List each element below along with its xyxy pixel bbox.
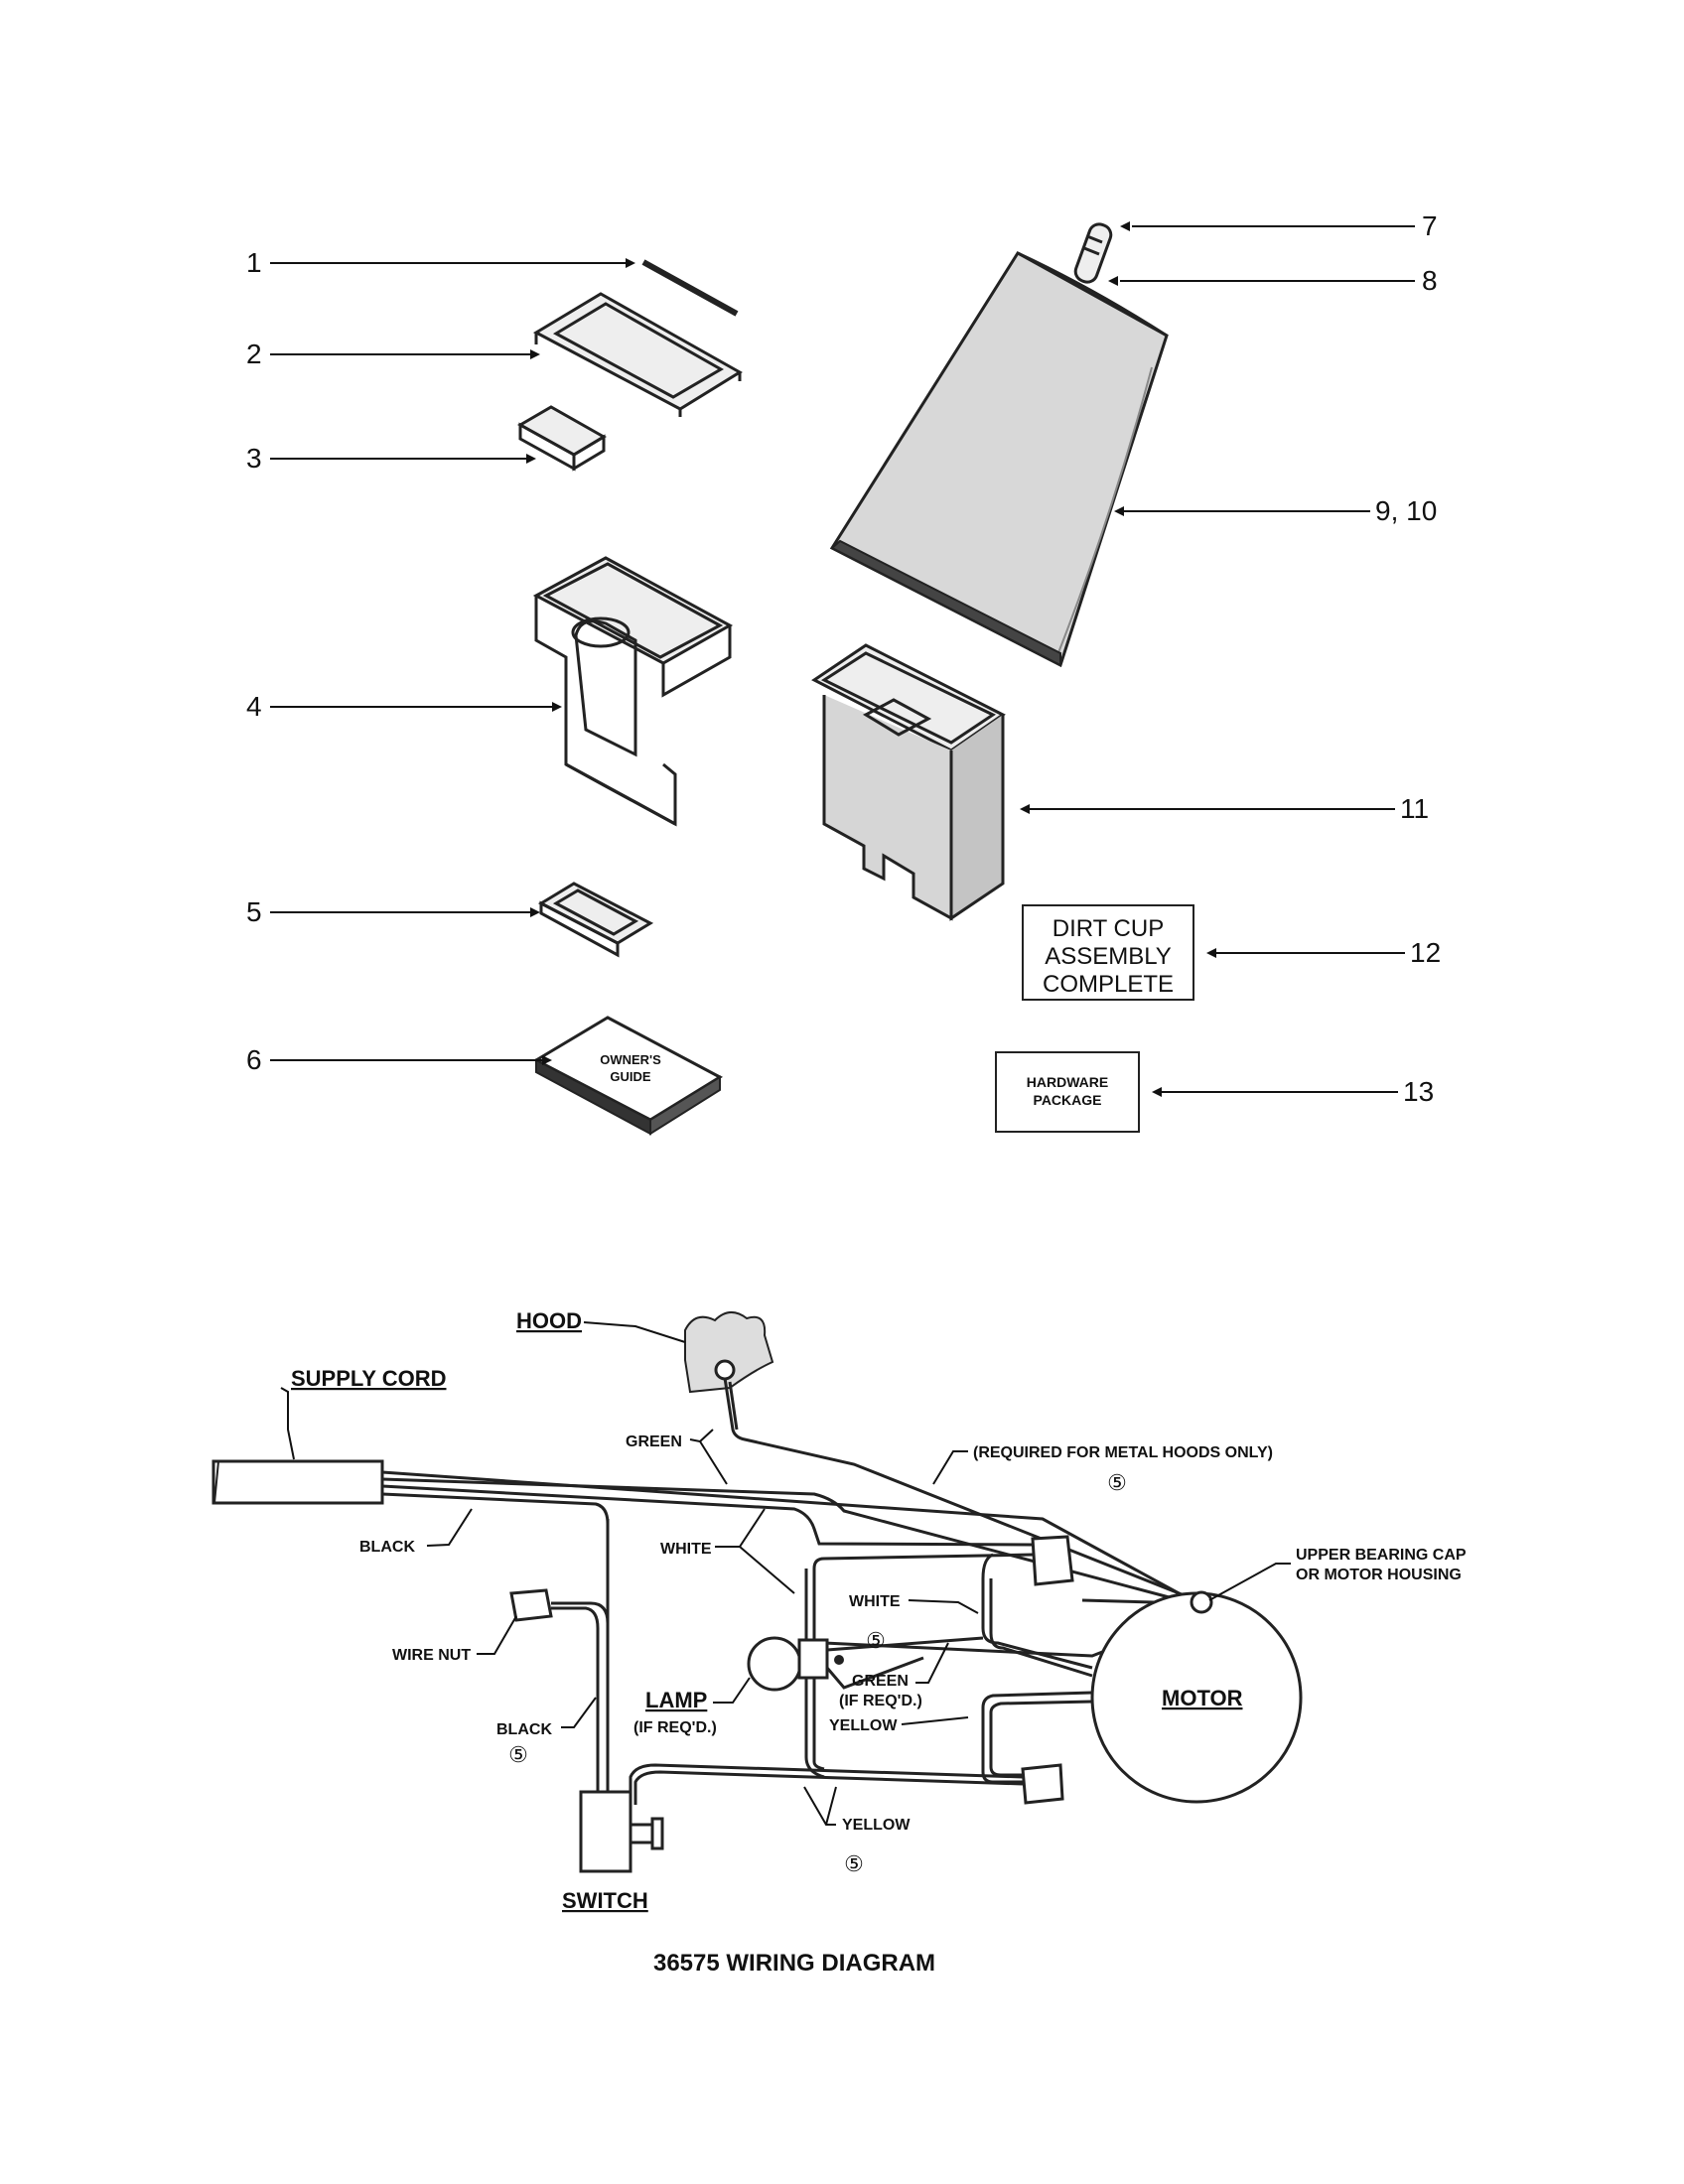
yellow-label: YELLOW <box>829 1717 898 1734</box>
upper-bearing-line-2: OR MOTOR HOUSING <box>1296 1567 1462 1583</box>
part-number-11: 11 <box>1400 793 1429 824</box>
motor-label: MOTOR <box>1162 1686 1243 1710</box>
part-11-dirt-cup: 11 <box>811 643 1429 921</box>
diagram-title: 36575 WIRING DIAGRAM <box>653 1950 935 1977</box>
ground-symbol-3: ⑤ <box>508 1742 528 1767</box>
part-12-dirt-cup-assembly: DIRT CUP ASSEMBLY COMPLETE 12 <box>1022 904 1441 1001</box>
booklet-line-1: OWNER'S <box>600 1052 661 1067</box>
dirt-cup-line-3: COMPLETE <box>1043 971 1174 998</box>
ground-symbol-4: ⑤ <box>844 1851 864 1876</box>
ground-symbol-2: ⑤ <box>866 1628 886 1653</box>
wire-nut-left <box>509 1588 553 1622</box>
part-13-hardware-package: HARDWARE PACKAGE 13 <box>995 1051 1434 1133</box>
part-number-2: 2 <box>246 339 262 369</box>
hood-label: HOOD <box>516 1308 582 1333</box>
part-5-seal: 5 <box>246 882 654 958</box>
part-1-strip: 1 <box>246 247 739 317</box>
booklet-line-2: GUIDE <box>610 1069 651 1084</box>
supply-cord <box>211 1459 384 1505</box>
part-2-filter-frame: 2 <box>246 292 743 417</box>
part-number-7: 7 <box>1422 210 1438 241</box>
yellow-label-2: YELLOW <box>842 1817 911 1834</box>
white-label-2: WHITE <box>849 1593 901 1610</box>
lamp-label: LAMP <box>645 1688 707 1712</box>
ground-symbol-1: ⑤ <box>1107 1470 1127 1495</box>
part-7-8-coupler: 7 8 <box>1073 210 1438 296</box>
required-note: (REQUIRED FOR METAL HOODS ONLY) <box>973 1444 1273 1461</box>
wire-nut-label: WIRE NUT <box>392 1647 471 1664</box>
hood-ground-screw <box>714 1359 736 1381</box>
part-number-4: 4 <box>246 691 262 722</box>
switch <box>579 1790 632 1873</box>
part-number-5: 5 <box>246 896 262 927</box>
switch-label: SWITCH <box>562 1888 648 1913</box>
part-9-10-bag: 9, 10 <box>829 251 1437 668</box>
part-6-owners-guide: OWNER'S GUIDE 6 <box>246 1016 724 1136</box>
black-label: BLACK <box>359 1539 415 1556</box>
supply-cord-label: SUPPLY CORD <box>291 1366 447 1391</box>
dirt-cup-line-1: DIRT CUP <box>1052 915 1164 942</box>
black-label-2: BLACK <box>496 1721 552 1738</box>
green-if-line-2: (IF REQ'D.) <box>839 1693 922 1709</box>
part-4-duct: 4 <box>246 556 734 827</box>
part-number-13: 13 <box>1403 1076 1434 1107</box>
part-number-6: 6 <box>246 1044 262 1075</box>
part-number-1: 1 <box>246 247 262 278</box>
wire-nut-top <box>1031 1535 1074 1586</box>
part-3-small-filter: 3 <box>246 405 607 474</box>
upper-bearing-line-1: UPPER BEARING CAP <box>1296 1547 1467 1564</box>
hardware-line-1: HARDWARE <box>1027 1074 1108 1090</box>
wire-nut-bottom <box>1021 1763 1064 1805</box>
wiring-diagram: HOOD SUPPLY CORD SWITCH <box>211 1308 1467 1977</box>
green-label: GREEN <box>626 1433 682 1450</box>
part-number-9-10: 9, 10 <box>1375 495 1437 526</box>
hardware-line-2: PACKAGE <box>1034 1092 1102 1108</box>
part-number-12: 12 <box>1410 937 1441 968</box>
motor-ground-screw <box>1190 1590 1213 1614</box>
green-if-line-1: GREEN <box>852 1673 909 1690</box>
lamp <box>747 1636 802 1692</box>
white-label: WHITE <box>660 1541 712 1558</box>
dirt-cup-line-2: ASSEMBLY <box>1045 943 1172 970</box>
lamp-req-label: (IF REQ'D.) <box>633 1719 717 1736</box>
part-number-3: 3 <box>246 443 262 474</box>
part-number-8: 8 <box>1422 265 1438 296</box>
hood-shape <box>684 1311 774 1394</box>
